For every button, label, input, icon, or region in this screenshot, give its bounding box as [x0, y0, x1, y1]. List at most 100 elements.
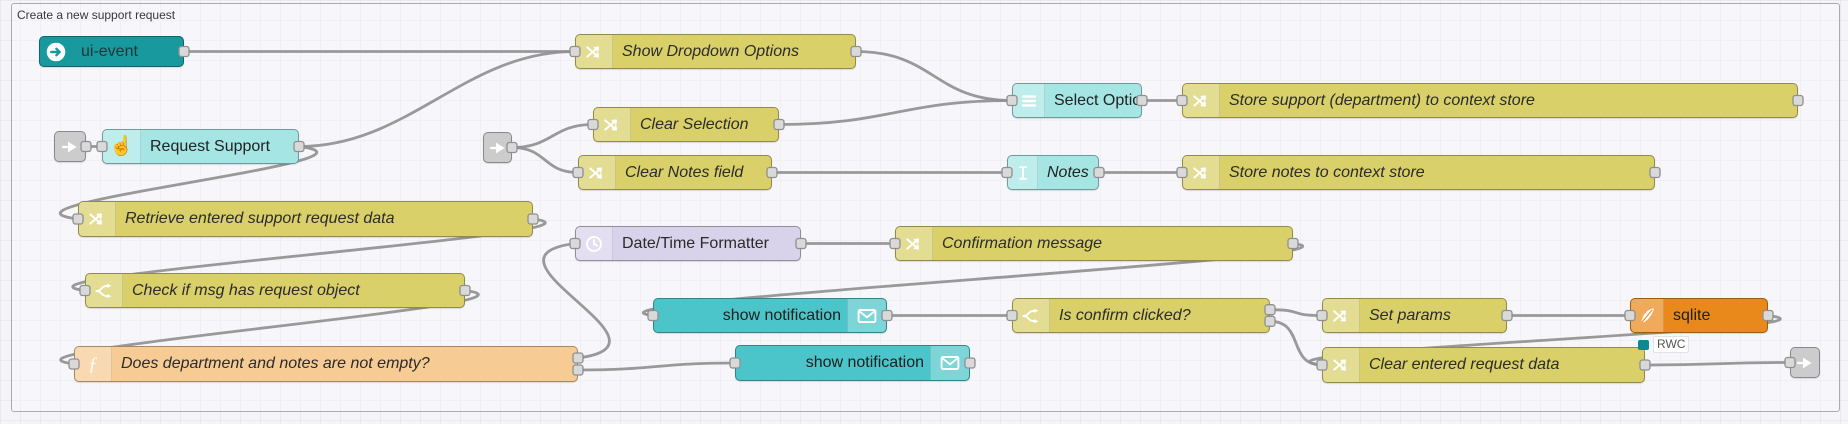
wire-does-dept-notes-not-empty-to-datetime-formatter[interactable]: [542, 242, 611, 360]
input-port-show-notification-1[interactable]: [647, 309, 659, 322]
output-port-check-msg-request[interactable]: [459, 284, 471, 297]
input-port-clear-notes-field[interactable]: [572, 166, 584, 179]
output-port-is-confirm-clicked[interactable]: [1264, 315, 1276, 327]
output-port-is-confirm-clicked[interactable]: [1264, 304, 1276, 316]
wire-request-support-to-show-dropdown-options[interactable]: [298, 50, 576, 148]
change-icon: [1183, 84, 1220, 117]
input-port-check-msg-request[interactable]: [79, 284, 91, 297]
node-set-params[interactable]: Set params: [1322, 298, 1507, 333]
wire-is-confirm-clicked-to-set-params[interactable]: [1269, 308, 1323, 317]
clock-icon: [576, 227, 613, 260]
node-clear-entered-request-data[interactable]: Clear entered request data: [1322, 347, 1645, 383]
output-port-set-params[interactable]: [1501, 309, 1513, 322]
input-port-clear-selection[interactable]: [587, 118, 599, 131]
input-port-show-dropdown-options[interactable]: [569, 45, 581, 58]
output-port-confirmation-message[interactable]: [1287, 237, 1299, 250]
change-icon: [579, 156, 616, 189]
wire-clear-selection-to-select-option[interactable]: [778, 99, 1013, 126]
wire-show-dropdown-options-to-select-option[interactable]: [855, 50, 1013, 102]
output-port-sqlite[interactable]: [1762, 309, 1774, 322]
node-label: Store notes to context store: [1229, 163, 1425, 181]
wire-link-in-b-to-clear-notes-field[interactable]: [511, 146, 579, 174]
node-retrieve-request-data[interactable]: Retrieve entered support request data: [78, 201, 533, 237]
node-label: Set params: [1369, 306, 1451, 324]
input-port-store-support-department[interactable]: [1176, 94, 1188, 107]
input-port-link-out[interactable]: [1784, 356, 1796, 369]
node-label: Clear entered request data: [1369, 356, 1560, 373]
output-port-link-in-a[interactable]: [80, 140, 92, 153]
output-port-select-option[interactable]: [1136, 94, 1148, 107]
input-port-clear-entered-request-data[interactable]: [1316, 359, 1328, 371]
output-port-clear-selection[interactable]: [773, 118, 785, 131]
button-hand-icon: ☝: [103, 130, 141, 163]
node-clear-selection[interactable]: Clear Selection: [593, 107, 779, 142]
node-store-notes[interactable]: Store notes to context store: [1182, 155, 1655, 190]
node-label: Request Support: [150, 137, 271, 155]
node-datetime-formatter[interactable]: Date/Time Formatter: [575, 226, 801, 261]
input-port-select-option[interactable]: [1006, 94, 1018, 107]
node-notes[interactable]: Notes: [1007, 155, 1099, 190]
output-port-clear-entered-request-data[interactable]: [1639, 359, 1651, 371]
node-label: Does department and notes are not empty?: [121, 355, 430, 372]
node-link-in-b[interactable]: [483, 132, 512, 163]
node-confirmation-message[interactable]: Confirmation message: [895, 226, 1293, 261]
node-sqlite[interactable]: sqlite: [1630, 298, 1768, 333]
wire-clear-entered-request-data-to-link-out[interactable]: [1644, 361, 1791, 367]
node-ui-event[interactable]: ui-event: [39, 36, 184, 67]
output-port-ui-event[interactable]: [178, 45, 190, 58]
wire-does-dept-notes-not-empty-to-show-notification-2[interactable]: [577, 361, 736, 372]
input-port-confirmation-message[interactable]: [889, 237, 901, 250]
node-label: Clear Selection: [640, 115, 749, 133]
input-port-datetime-formatter[interactable]: [569, 237, 581, 250]
wire-check-msg-request-to-does-dept-notes-not-empty[interactable]: [59, 289, 480, 366]
input-port-retrieve-request-data[interactable]: [72, 213, 84, 225]
output-port-notes[interactable]: [1093, 166, 1105, 179]
input-port-does-dept-notes-not-empty[interactable]: [68, 358, 80, 370]
node-label: Is confirm clicked?: [1059, 306, 1191, 324]
switch-icon: [1013, 299, 1050, 332]
output-port-store-support-department[interactable]: [1792, 94, 1804, 107]
wire-request-support-to-retrieve-request-data[interactable]: [58, 145, 319, 221]
wire-sqlite-to-clear-entered-request-data[interactable]: [1308, 314, 1782, 367]
node-show-dropdown-options[interactable]: Show Dropdown Options: [575, 34, 856, 69]
output-port-show-notification-1[interactable]: [881, 309, 893, 322]
output-port-request-support[interactable]: [293, 140, 305, 153]
link-arrow-icon: [55, 132, 85, 161]
change-icon: [576, 35, 613, 68]
node-select-option[interactable]: Select Option:: [1012, 83, 1142, 118]
wire-link-in-b-to-clear-selection[interactable]: [511, 123, 594, 149]
input-port-sqlite[interactable]: [1624, 309, 1636, 322]
output-port-store-notes[interactable]: [1649, 166, 1661, 179]
output-port-show-dropdown-options[interactable]: [850, 45, 862, 58]
node-show-notification-1[interactable]: show notification: [653, 298, 887, 333]
output-port-clear-notes-field[interactable]: [766, 166, 778, 179]
output-port-show-notification-2[interactable]: [964, 357, 976, 369]
output-port-does-dept-notes-not-empty[interactable]: [572, 364, 584, 376]
node-label: ui-event: [81, 42, 138, 60]
input-port-notes[interactable]: [1001, 166, 1013, 179]
node-store-support-department[interactable]: Store support (department) to context st…: [1182, 83, 1798, 118]
output-port-datetime-formatter[interactable]: [795, 237, 807, 250]
input-port-store-notes[interactable]: [1176, 166, 1188, 179]
input-port-set-params[interactable]: [1316, 309, 1328, 322]
event-circle-arrow-icon: [40, 37, 72, 66]
input-port-is-confirm-clicked[interactable]: [1006, 309, 1018, 322]
node-check-msg-request[interactable]: Check if msg has request object: [85, 273, 465, 308]
output-port-retrieve-request-data[interactable]: [527, 213, 539, 225]
input-port-show-notification-2[interactable]: [729, 357, 741, 369]
output-port-link-in-b[interactable]: [506, 141, 518, 154]
node-is-confirm-clicked[interactable]: Is confirm clicked?: [1012, 298, 1270, 333]
feather-icon: [1631, 299, 1664, 332]
node-show-notification-2[interactable]: show notification: [735, 345, 970, 381]
node-label: Check if msg has request object: [132, 281, 360, 299]
node-clear-notes-field[interactable]: Clear Notes field: [578, 155, 772, 190]
output-port-does-dept-notes-not-empty[interactable]: [572, 352, 584, 364]
node-request-support[interactable]: ☝ Request Support: [102, 129, 299, 164]
switch-icon: [86, 274, 123, 307]
status-text: RWC: [1653, 336, 1690, 353]
wire-retrieve-request-data-to-check-msg-request[interactable]: [71, 217, 547, 292]
input-port-request-support[interactable]: [96, 140, 108, 153]
